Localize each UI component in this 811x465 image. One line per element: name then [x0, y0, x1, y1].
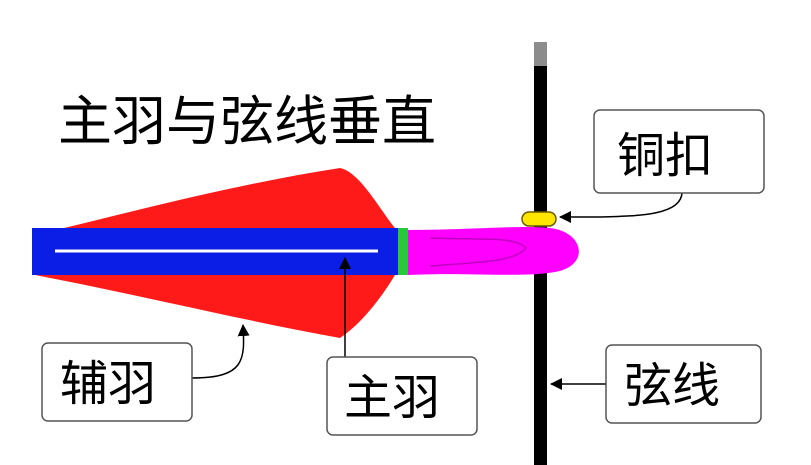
nock-clip-leader — [559, 191, 683, 223]
nock-clip-label: 铜扣 — [617, 128, 713, 184]
bowstring-callout-box — [605, 344, 762, 424]
nock-clip-callout-box — [593, 109, 765, 194]
bowstring-label: 弦线 — [624, 358, 720, 414]
fletch-band — [398, 228, 408, 275]
nock — [408, 227, 579, 275]
nock-groove — [429, 237, 527, 267]
vane-leader — [191, 324, 250, 379]
diagram-title: 主羽与弦线垂直 — [58, 90, 436, 153]
bowstring-serving — [534, 42, 547, 66]
vane-callout-box — [41, 342, 193, 422]
vane-label: 辅羽 — [60, 356, 156, 412]
cock-feather-callout-box — [326, 356, 478, 436]
nock-clip — [521, 211, 557, 227]
cock-feather-label: 主羽 — [344, 370, 440, 426]
